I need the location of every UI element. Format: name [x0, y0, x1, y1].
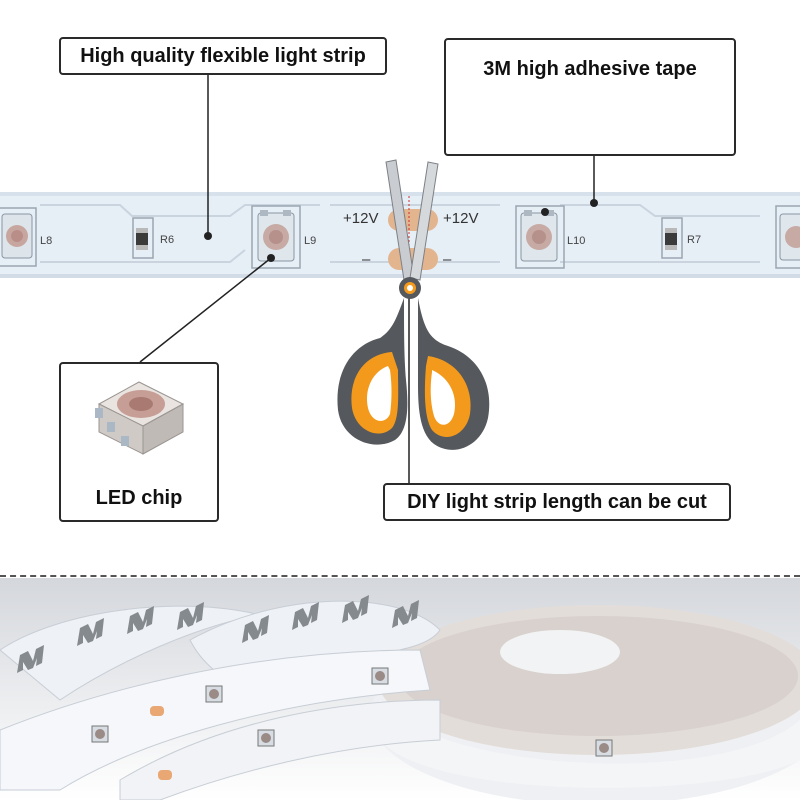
strip-leds — [91, 667, 613, 780]
resistor-r6 — [132, 217, 154, 259]
label-l10: L10 — [567, 235, 585, 247]
led-chip-icon — [95, 381, 185, 455]
resistor-r7 — [661, 217, 683, 259]
led-right-edge — [775, 205, 800, 269]
label-r7: R7 — [687, 234, 701, 246]
label-l9: L9 — [304, 235, 316, 247]
strip-reel — [370, 605, 800, 800]
tape-label-box: 3M high adhesive tape — [444, 38, 736, 156]
cut-length-label: DIY light strip length can be cut — [383, 483, 731, 521]
section-divider — [0, 575, 800, 577]
led-l10 — [515, 205, 565, 269]
strip-quality-label: High quality flexible light strip — [59, 37, 387, 75]
minus-label-right: – — [443, 251, 452, 268]
led-l8 — [0, 207, 37, 267]
led-l9 — [251, 205, 301, 269]
strip-loops — [0, 600, 441, 800]
led-chip-box: LED chip — [59, 362, 219, 522]
tape-marks — [17, 595, 419, 673]
label-l8: L8 — [40, 235, 52, 247]
tape-label: 3M high adhesive tape — [483, 58, 697, 80]
voltage-label-right: +12V — [443, 210, 478, 227]
label-r6: R6 — [160, 234, 174, 246]
led-chip-label: LED chip — [95, 487, 183, 509]
minus-label-left: – — [362, 251, 371, 268]
voltage-label-left: +12V — [343, 210, 378, 227]
